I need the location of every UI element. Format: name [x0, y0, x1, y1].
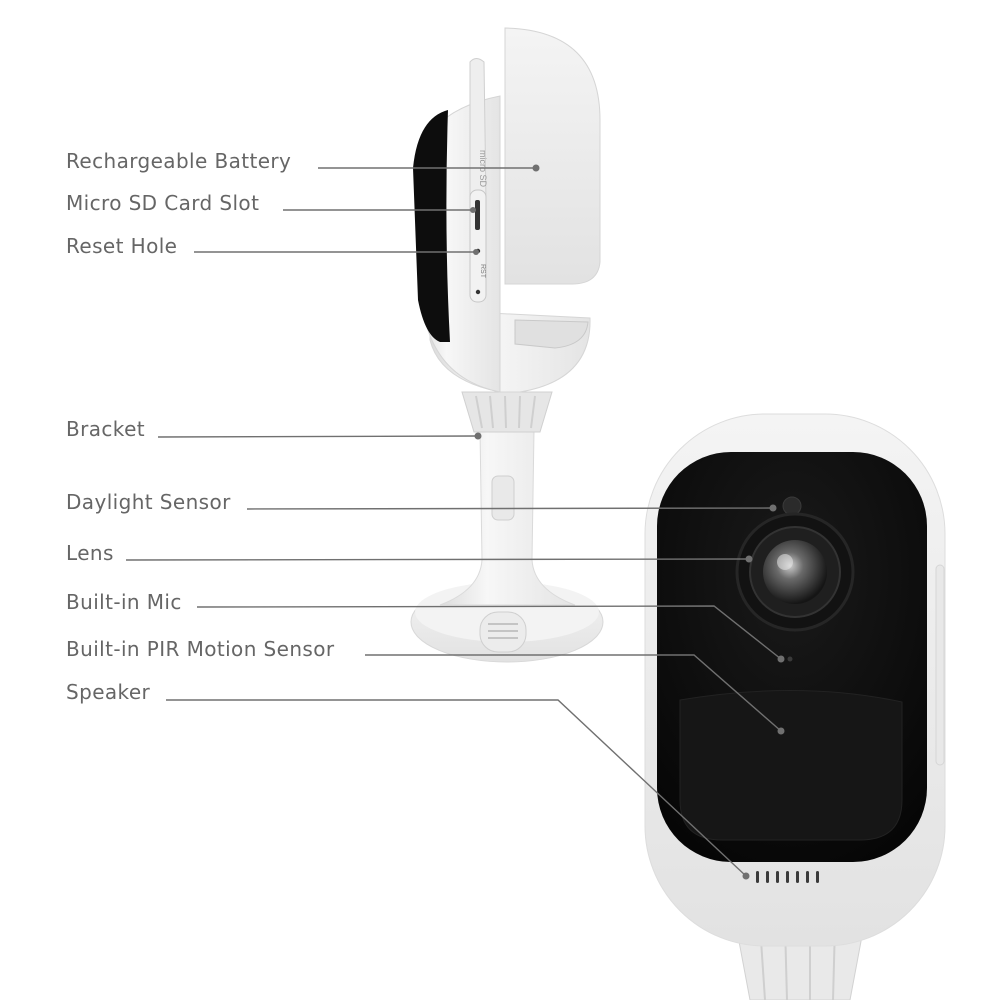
- label-lens: Lens: [66, 541, 114, 565]
- side-port-panel: [469, 189, 487, 303]
- speaker-grille: [756, 871, 819, 883]
- side-battery-cover: [504, 27, 601, 285]
- leader-dots: [470, 164, 785, 880]
- leader-mic: [196, 605, 782, 660]
- side-face: [413, 110, 450, 342]
- leader-lines: [125, 167, 782, 877]
- front-camera: [644, 413, 946, 1000]
- sd-card-slot: [475, 200, 480, 230]
- label-bracket: Bracket: [66, 417, 146, 441]
- label-built-in-pir-motion-sensor: Built-in PIR Motion Sensor: [66, 637, 335, 661]
- sd-marking-text: micro SD: [478, 150, 488, 188]
- leader-bracket: [157, 435, 479, 438]
- side-camera: micro SD RST: [410, 27, 604, 663]
- label-reset-hole: Reset Hole: [66, 234, 178, 258]
- label-daylight-sensor: Daylight Sensor: [66, 490, 231, 514]
- leader-daylight: [246, 507, 774, 510]
- reset-marking-text: RST: [479, 264, 486, 279]
- leader-lens: [125, 558, 750, 561]
- daylight-sensor: [782, 496, 802, 516]
- base-release-button: [479, 611, 527, 653]
- mic-hole: [787, 656, 793, 662]
- pir-sensor-window: [679, 689, 903, 841]
- battery-pull-tab: [469, 58, 487, 201]
- camera-lens: [735, 512, 855, 632]
- leader-pir: [365, 654, 782, 732]
- label-micro-sd-card-slot: Micro SD Card Slot: [66, 191, 260, 215]
- label-built-in-mic: Built-in Mic: [66, 590, 182, 614]
- label-speaker: Speaker: [66, 680, 151, 704]
- leader-speaker: [166, 699, 747, 877]
- label-rechargeable-battery: Rechargeable Battery: [66, 149, 292, 173]
